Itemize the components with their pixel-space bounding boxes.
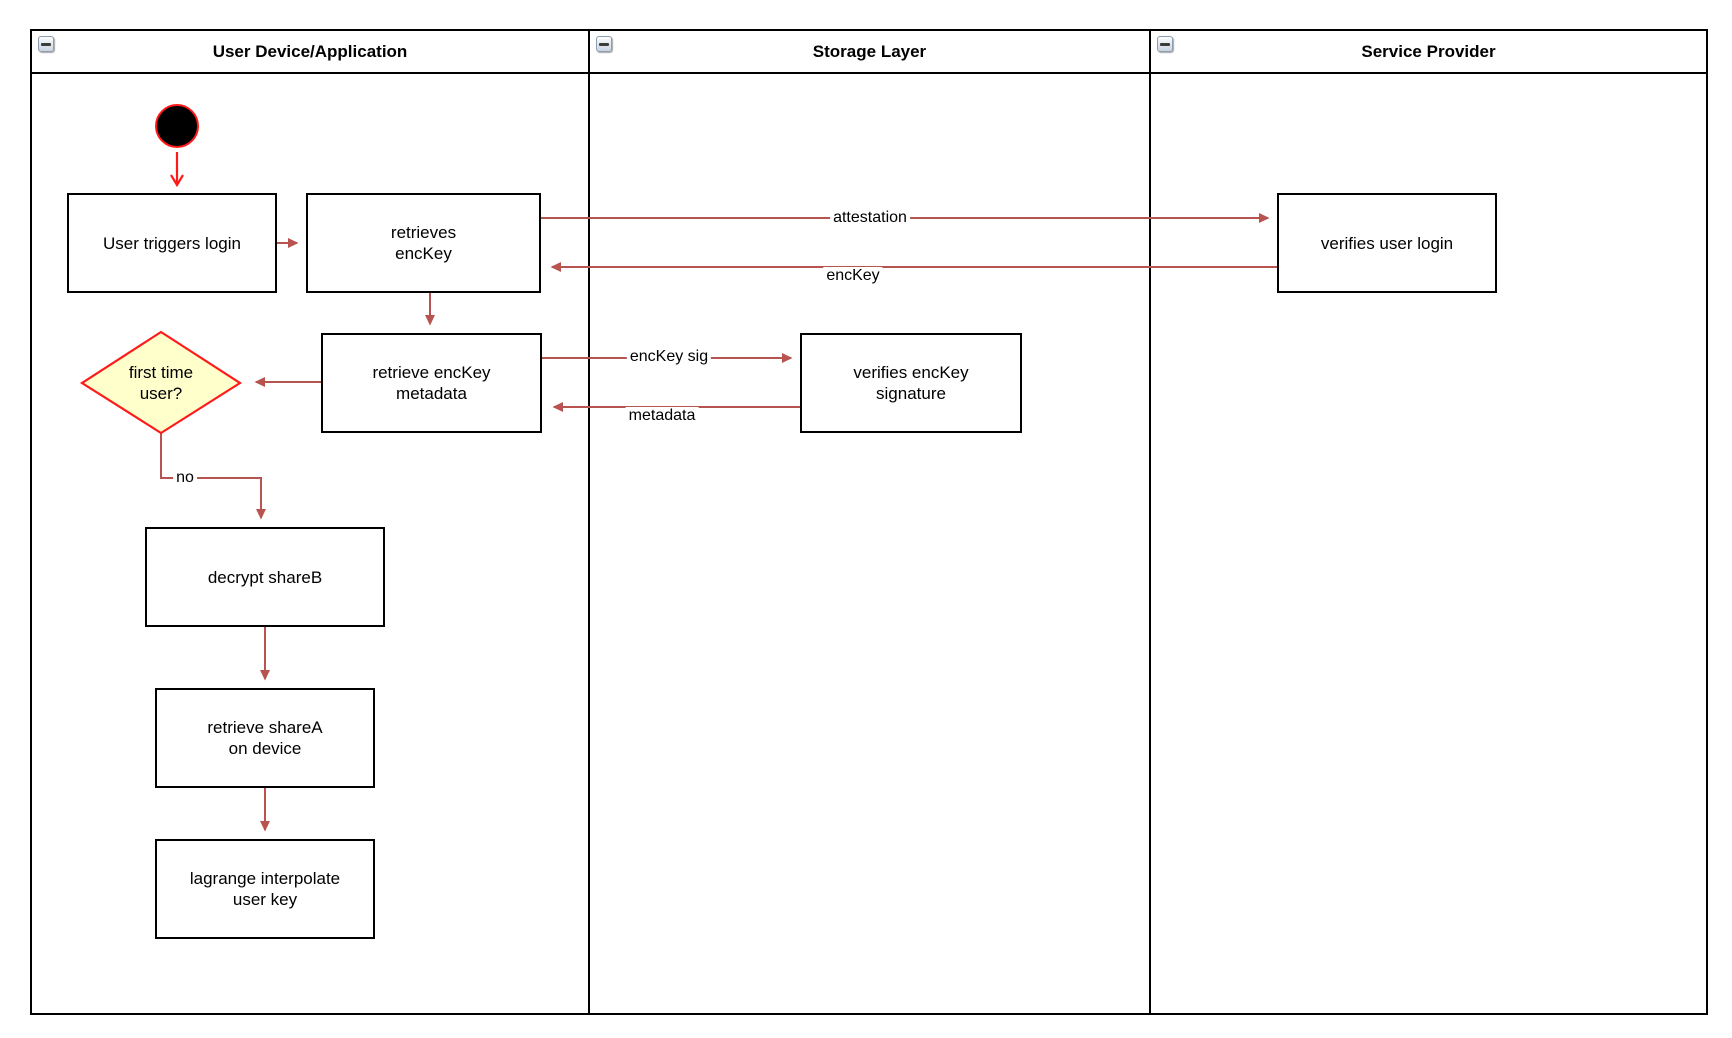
node-label: User triggers login [103, 233, 241, 253]
lane-title: User Device/Application [212, 41, 408, 61]
edge-label-enckey-sig[interactable]: encKey sig [626, 348, 712, 366]
node-user-triggers-login[interactable]: User triggers login [67, 193, 277, 293]
node-decrypt-shareb[interactable]: decrypt shareB [145, 527, 385, 627]
node-retrieves-enckey[interactable]: retrieves encKey [306, 193, 541, 293]
decision-first-time-user[interactable] [79, 330, 243, 435]
node-label: verifies encKey signature [853, 363, 969, 403]
edge-no-to-decrypt-shareb[interactable] [160, 433, 266, 520]
node-label: verifies user login [1320, 233, 1454, 253]
initial-node[interactable] [155, 104, 199, 148]
edge-label-no[interactable]: no [173, 469, 197, 487]
node-verifies-enckey-signature[interactable]: verifies encKey signature [800, 333, 1022, 433]
lane-header-service-provider[interactable]: Service Provider [1151, 31, 1706, 74]
node-label: decrypt shareB [207, 567, 323, 587]
minus-icon [41, 42, 51, 46]
lane-service-provider: Service Provider [1151, 31, 1706, 1013]
lane-storage-layer: Storage Layer [590, 31, 1151, 1013]
collapse-lane-button[interactable] [1157, 36, 1173, 52]
node-label: retrieves encKey [390, 223, 457, 263]
lane-title: Service Provider [1361, 41, 1496, 61]
node-label: retrieve shareA on device [207, 718, 323, 758]
edge-label-attestation[interactable]: attestation [830, 209, 910, 227]
collapse-lane-button[interactable] [596, 36, 612, 52]
lane-header-user-device[interactable]: User Device/Application [32, 31, 588, 74]
node-retrieve-sharea[interactable]: retrieve shareA on device [155, 688, 375, 788]
minus-icon [1160, 42, 1170, 46]
lane-title: Storage Layer [812, 41, 927, 61]
lane-header-storage-layer[interactable]: Storage Layer [590, 31, 1149, 74]
minus-icon [599, 42, 609, 46]
lane-user-device: User Device/Application [32, 31, 590, 1013]
node-label: lagrange interpolate user key [189, 869, 341, 909]
collapse-lane-button[interactable] [38, 36, 54, 52]
node-label: retrieve encKey metadata [372, 363, 491, 403]
edge-label-enckey[interactable]: encKey [823, 267, 883, 285]
decision-label: first time user? [128, 363, 194, 403]
node-verifies-user-login[interactable]: verifies user login [1277, 193, 1497, 293]
node-lagrange-interpolate[interactable]: lagrange interpolate user key [155, 839, 375, 939]
edge-label-metadata[interactable]: metadata [625, 407, 699, 425]
node-retrieve-enckey-metadata[interactable]: retrieve encKey metadata [321, 333, 542, 433]
